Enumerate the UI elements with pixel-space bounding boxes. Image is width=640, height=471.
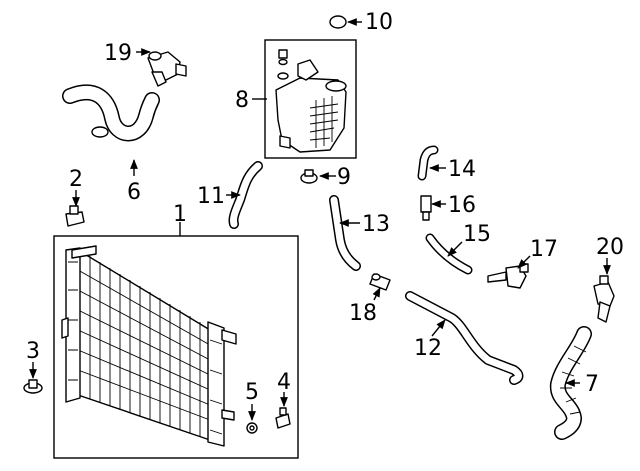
- callout-16: 16: [448, 193, 476, 218]
- fitting-17-part[interactable]: [487, 263, 529, 289]
- hose-7-part[interactable]: [549, 326, 592, 440]
- hose-14-part[interactable]: [417, 145, 439, 181]
- callout-6: 6: [127, 180, 141, 205]
- callout-15: 15: [463, 222, 491, 247]
- fitting-20-part[interactable]: [593, 275, 615, 323]
- callout-4: 4: [277, 370, 291, 395]
- callout-18: 18: [349, 301, 377, 326]
- hose-12-part[interactable]: [405, 291, 524, 385]
- drain-2-part[interactable]: [65, 205, 85, 227]
- radiator-frame: [53, 235, 299, 459]
- fitting-19-part[interactable]: [147, 51, 187, 87]
- callout-17: 17: [530, 237, 558, 262]
- callout-2: 2: [69, 167, 83, 192]
- reservoir-8-part[interactable]: [264, 39, 357, 159]
- callout-labels: 1 2 3 4 5 6 7 8 9 10 11 12 13 14 15 16 1…: [26, 10, 624, 405]
- callout-3: 3: [26, 339, 40, 364]
- radiator-part[interactable]: [53, 235, 299, 459]
- hose-6-part[interactable]: [62, 84, 160, 142]
- callout-14: 14: [448, 157, 476, 182]
- oring-5-part[interactable]: [246, 422, 258, 434]
- callout-12: 12: [414, 336, 442, 361]
- callout-7: 7: [585, 372, 599, 397]
- callout-1: 1: [173, 202, 187, 227]
- mount-3-part[interactable]: [23, 379, 43, 394]
- cap-9-part[interactable]: [300, 169, 318, 184]
- callout-5: 5: [245, 380, 259, 405]
- fitting-18-part[interactable]: [369, 273, 391, 291]
- sensor-16-part[interactable]: [420, 195, 432, 221]
- callout-13: 13: [362, 212, 390, 237]
- hose-13-part[interactable]: [329, 195, 361, 271]
- callout-8: 8: [235, 88, 249, 113]
- cap-10-part[interactable]: [329, 15, 347, 29]
- callout-19: 19: [104, 41, 132, 66]
- callout-20: 20: [596, 235, 624, 260]
- valve-4-part[interactable]: [275, 407, 291, 429]
- callout-11: 11: [197, 184, 225, 209]
- hose-15-part[interactable]: [425, 233, 473, 275]
- callout-9: 9: [337, 165, 351, 190]
- hose-11-part[interactable]: [228, 161, 263, 229]
- callout-10: 10: [365, 10, 393, 35]
- leader-lines: [29, 18, 611, 421]
